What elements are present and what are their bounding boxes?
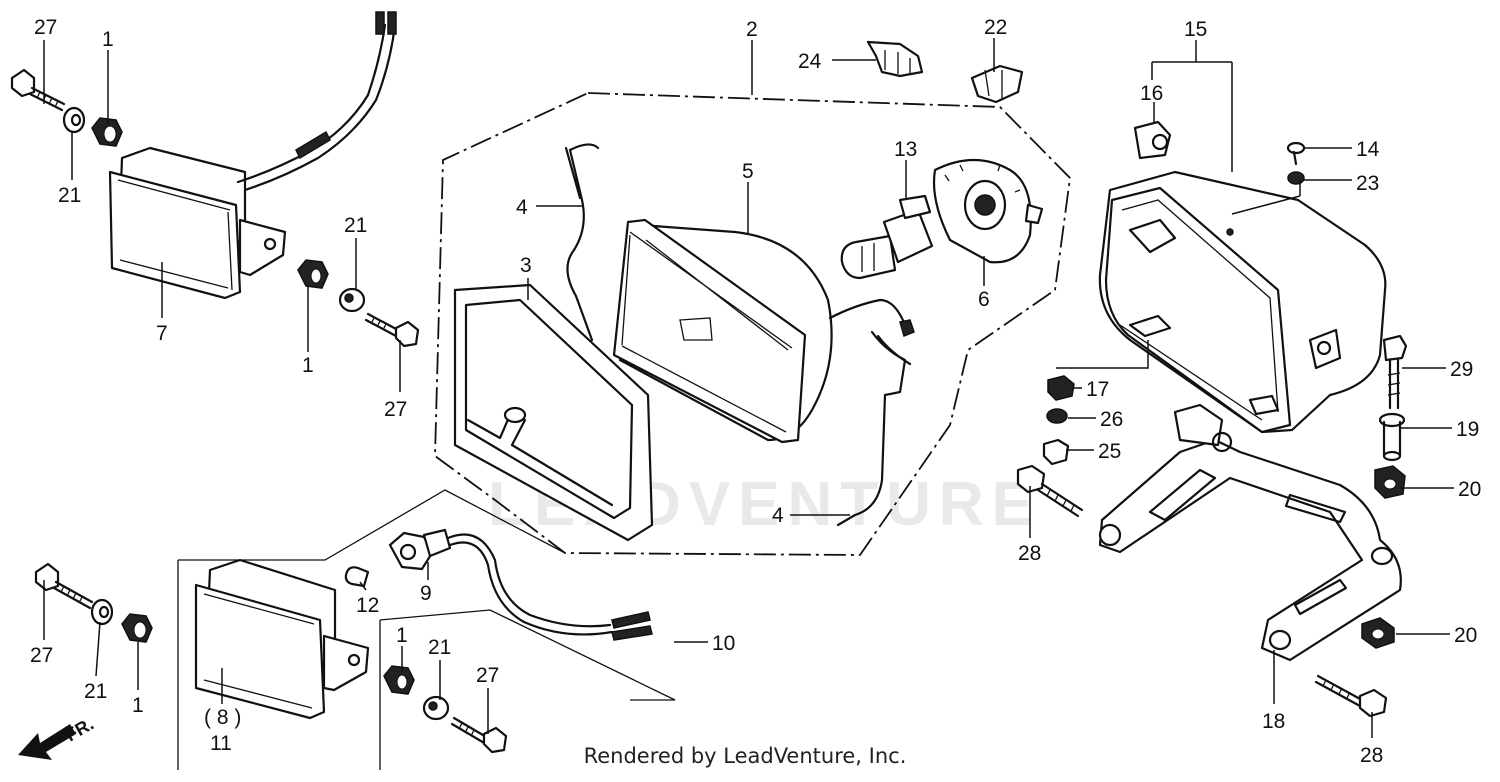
- callout-21: 21: [428, 636, 451, 659]
- callout-4: 4: [516, 196, 528, 219]
- callout-4: 4: [772, 504, 784, 527]
- callout-8: ( 8 ): [204, 706, 241, 729]
- callout-1: 1: [132, 694, 144, 717]
- screw-27-upper-left: [10, 68, 66, 112]
- washer-23: [1287, 171, 1305, 185]
- callout-19: 19: [1456, 418, 1479, 441]
- callout-7: 7: [156, 322, 168, 345]
- screw-27-lower-left: [34, 562, 94, 610]
- headlight-case: [1098, 170, 1387, 434]
- footer-text: Rendered by LeadVenture, Inc.: [583, 744, 907, 768]
- callout-17: 17: [1086, 378, 1109, 401]
- headlight-assembly-outline: [434, 92, 1071, 556]
- callout-1: 1: [396, 624, 408, 647]
- washer-26: [1046, 408, 1068, 424]
- socket-cover: [932, 158, 1044, 264]
- nut-20-lower: [1361, 617, 1395, 649]
- spring-clip-4-upper: [564, 143, 600, 342]
- callout-26: 26: [1100, 408, 1123, 431]
- callout-29: 29: [1450, 358, 1473, 381]
- direction-label: FR.: [62, 714, 97, 746]
- callout-18: 18: [1262, 710, 1285, 733]
- callout-15: 15: [1184, 18, 1207, 41]
- callout-21: 21: [84, 680, 107, 703]
- washer-21-middle: [338, 287, 366, 313]
- washer-21-lower-left: [90, 598, 114, 626]
- socket-harness: [388, 528, 653, 641]
- callout-20: 20: [1458, 478, 1481, 501]
- callout-11: 11: [210, 732, 232, 755]
- screw-27-middle: [364, 312, 420, 348]
- leader-lines: [43, 38, 1454, 738]
- spring-clip-4-lower: [836, 330, 912, 527]
- callout-23: 23: [1356, 172, 1379, 195]
- nut-1-lower-middle: [383, 665, 415, 695]
- headlight-unit: [612, 218, 915, 444]
- headlight-bulb: [840, 194, 934, 280]
- washer-21-upper-left: [62, 106, 86, 134]
- nut-20-upper: [1374, 465, 1406, 499]
- callout-9: 9: [420, 582, 432, 605]
- callout-5: 5: [742, 160, 754, 183]
- turn-signal-front-left: [108, 11, 397, 300]
- callout-28: 28: [1018, 542, 1041, 565]
- callout-14: 14: [1356, 138, 1380, 161]
- footer-credit: Rendered by LeadVenture, Inc.: [0, 744, 1500, 768]
- nut-1-upper-left: [91, 117, 123, 147]
- nut-1-middle: [297, 259, 329, 289]
- callout-12: 12: [356, 594, 379, 617]
- clip-22: [970, 64, 1024, 104]
- callout-1: 1: [302, 354, 314, 377]
- bolt-25: [1042, 438, 1070, 466]
- callout-20: 20: [1454, 624, 1477, 647]
- callout-1: 1: [102, 28, 114, 51]
- collar-17: [1047, 375, 1075, 401]
- callout-6: 6: [978, 288, 990, 311]
- callout-2: 2: [746, 18, 758, 41]
- headlight-bracket: [1098, 403, 1402, 662]
- bolt-28-upper: [1016, 464, 1084, 518]
- nut-1-lower-left: [121, 613, 153, 643]
- callout-labels: 27 1 21 7 21 1 27 2 24 22 4 3 5 13 6 4 1…: [30, 16, 1481, 767]
- callout-24: 24: [798, 50, 822, 73]
- bolt-28-lower: [1314, 674, 1388, 718]
- callout-25: 25: [1098, 440, 1121, 463]
- callout-22: 22: [984, 16, 1007, 39]
- turn-signal-rear-outline: [177, 489, 676, 770]
- bolt-29: [1382, 334, 1408, 410]
- callout-13: 13: [894, 138, 917, 161]
- collar-19: [1378, 412, 1406, 462]
- callout-27: 27: [30, 644, 53, 667]
- callout-21: 21: [58, 184, 81, 207]
- headlight-rim: [453, 283, 654, 542]
- callout-16: 16: [1140, 82, 1163, 105]
- clip-24: [866, 40, 924, 78]
- callout-21: 21: [344, 214, 367, 237]
- callout-28: 28: [1360, 744, 1383, 767]
- callout-27: 27: [384, 398, 407, 421]
- callout-10: 10: [712, 632, 735, 655]
- grommet-16: [1133, 120, 1172, 160]
- washer-21-lower-middle: [422, 695, 450, 721]
- callout-3: 3: [520, 254, 532, 277]
- turn-signal-front-right: [194, 558, 370, 720]
- bulb-12: [344, 566, 370, 588]
- callout-27: 27: [34, 16, 57, 39]
- screw-27-lower-middle: [450, 716, 508, 754]
- screw-14: [1286, 141, 1306, 166]
- callout-27: 27: [476, 664, 499, 687]
